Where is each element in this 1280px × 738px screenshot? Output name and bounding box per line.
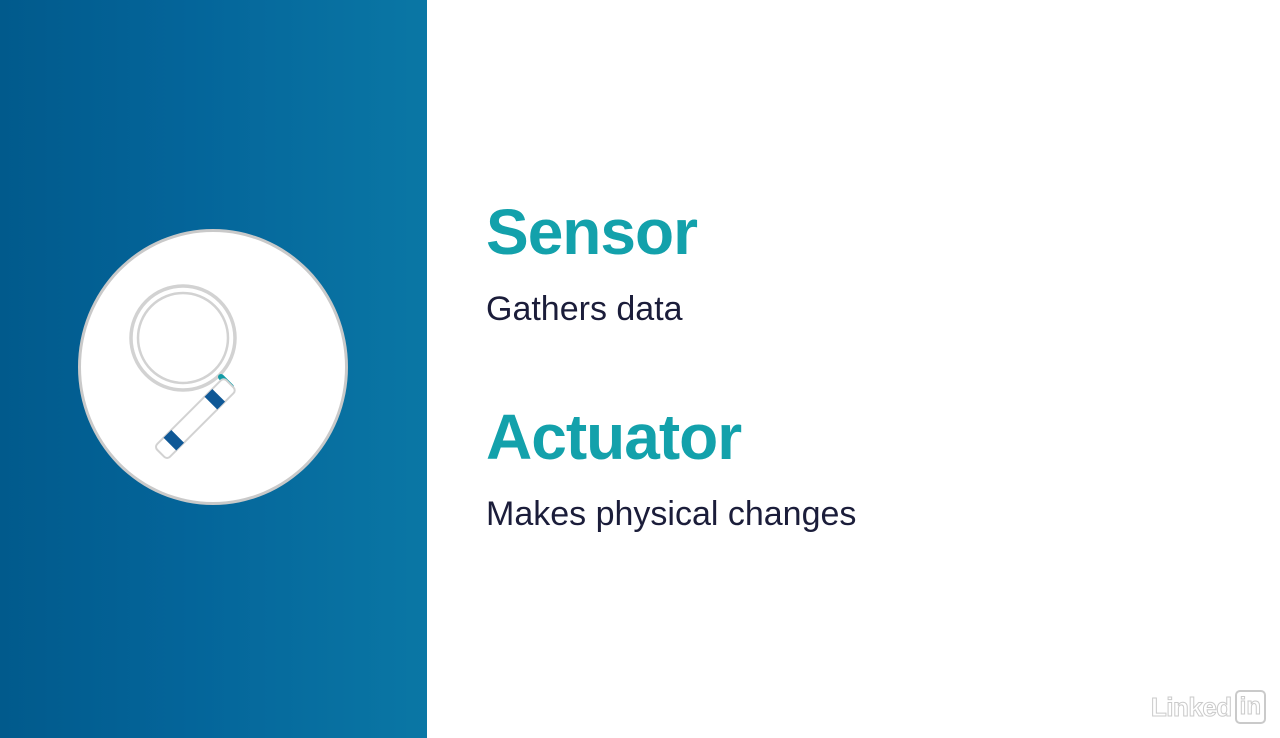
- linkedin-logo-box: in: [1234, 690, 1266, 724]
- actuator-title: Actuator: [486, 401, 742, 473]
- actuator-description: Makes physical changes: [486, 495, 857, 533]
- linkedin-logo: Linked in: [1150, 690, 1266, 724]
- linkedin-logo-word: Linked: [1150, 691, 1232, 722]
- icon-circle: [78, 229, 348, 505]
- sensor-description: Gathers data: [486, 290, 683, 328]
- magnifying-glass-icon: [129, 284, 237, 460]
- left-panel: [0, 0, 427, 738]
- sensor-title: Sensor: [486, 196, 698, 268]
